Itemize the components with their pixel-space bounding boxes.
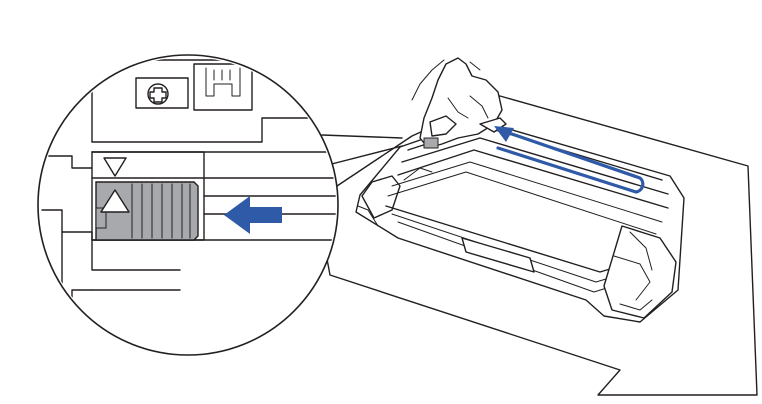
callout-line-top — [321, 134, 403, 139]
latch-teeth — [205, 67, 241, 97]
housing-ledge — [91, 117, 336, 143]
slider-mark-down-triangle — [103, 157, 127, 177]
slider-mark-up-triangle — [100, 189, 130, 213]
slider-tab-small — [423, 137, 439, 149]
rail-bottom-step — [61, 231, 181, 271]
wrist-left — [411, 59, 445, 101]
drum-left-latch — [403, 167, 433, 181]
hand-icon — [411, 57, 507, 149]
drum-rail-2 — [401, 137, 669, 195]
screw-plate — [135, 77, 189, 109]
latch-block — [193, 63, 253, 111]
drum-right-gear — [613, 255, 651, 301]
drum-handle — [461, 237, 535, 273]
blue-loop-path — [496, 132, 645, 194]
corona-wire-slider-icon — [95, 181, 199, 241]
drum-rail-3 — [397, 149, 669, 209]
wrist-right — [469, 61, 481, 71]
finger-line-2 — [469, 95, 489, 119]
drum-right-gear-2 — [619, 299, 653, 311]
screw-icon — [147, 83, 169, 105]
finger-line-1 — [447, 97, 469, 119]
magnifier-callout-icon — [37, 54, 339, 356]
left-bracket — [40, 155, 93, 169]
latch-ribs — [213, 69, 231, 81]
blue-loop-arrowhead — [494, 126, 514, 142]
drum-unit-icon — [315, 95, 758, 396]
drum-right-detail — [629, 231, 653, 271]
drum-rail-5 — [387, 171, 657, 235]
finger-tip — [479, 117, 507, 133]
thumb — [429, 115, 457, 137]
drum-right-cap — [603, 225, 677, 319]
drum-left-cap — [361, 175, 401, 219]
slide-back-and-forth-arrow-icon — [494, 126, 645, 194]
drum-left-tab — [357, 205, 379, 227]
drum-rail-4 — [391, 161, 663, 223]
push-left-arrow-icon — [224, 196, 282, 234]
left-side-wall — [41, 209, 63, 301]
